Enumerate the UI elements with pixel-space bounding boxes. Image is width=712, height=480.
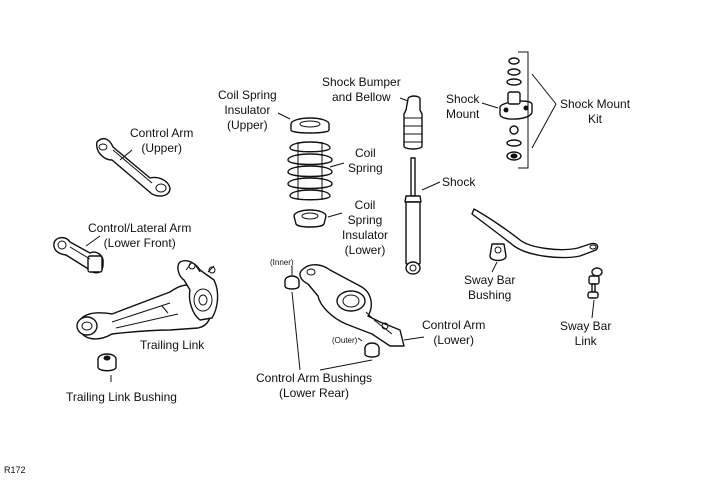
shock-part — [404, 157, 422, 275]
control-arm-upper-part — [96, 137, 171, 197]
control-lateral-arm-part — [53, 236, 104, 274]
label-shock-mount-kit: Shock Mount Kit — [560, 97, 631, 126]
trailing-link-bushing-part — [97, 353, 117, 372]
shock-bumper-part — [403, 95, 423, 150]
label-outer: (Outer) — [332, 336, 358, 345]
label-control-lateral-arm: Control/Lateral Arm (Lower Front) — [88, 221, 192, 250]
sway-bar-link-part — [587, 267, 603, 299]
label-coil-spring-insulator-upper: Coil Spring Insulator (Upper) — [218, 88, 277, 132]
label-control-arm-bushings: Control Arm Bushings (Lower Rear) — [256, 371, 373, 400]
label-coil-spring-insulator-lower: Coil Spring Insulator (Lower) — [342, 198, 389, 257]
coil-spring-insulator-upper-part — [290, 117, 330, 134]
label-control-arm-upper: Control Arm (Upper) — [130, 126, 194, 155]
figure-code: R172 — [4, 465, 26, 475]
sway-bar-part — [471, 208, 599, 259]
shock-mount-kit-part — [499, 57, 533, 161]
label-sway-bar-bushing: Sway Bar Bushing — [464, 273, 516, 302]
label-shock-bumper: Shock Bumper and Bellow — [322, 75, 401, 104]
coil-spring-part — [287, 141, 333, 201]
label-coil-spring: Coil Spring — [348, 146, 383, 175]
sway-bar-bushing-part — [489, 243, 507, 262]
control-arm-lower-part — [299, 264, 405, 347]
coil-spring-insulator-lower-part — [293, 209, 327, 228]
trailing-link-part — [76, 260, 219, 340]
label-shock-mount: Shock Mount — [446, 92, 480, 121]
leader-lines — [85, 51, 595, 382]
label-trailing-link-bushing: Trailing Link Bushing — [66, 390, 177, 404]
label-inner: (Inner) — [270, 258, 294, 267]
label-trailing-link: Trailing Link — [140, 338, 205, 352]
label-sway-bar-link: Sway Bar Link — [560, 319, 612, 348]
label-control-arm-lower: Control Arm (Lower) — [422, 318, 486, 347]
control-arm-bushings-part — [284, 275, 380, 358]
label-shock: Shock — [442, 175, 476, 189]
